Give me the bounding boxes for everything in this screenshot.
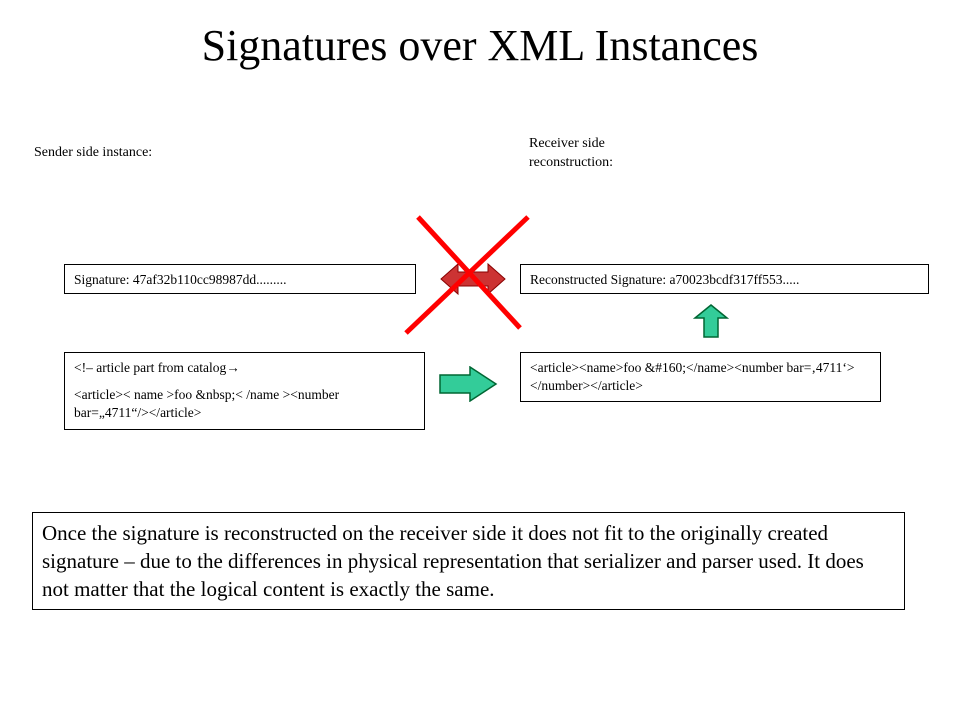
right-arrow-icon <box>439 366 498 402</box>
sender-xml-box: <!– article part from catalog→ <article>… <box>64 352 425 430</box>
sender-comment-line: <!– article part from catalog→ <box>74 359 415 377</box>
summary-text: Once the signature is reconstructed on t… <box>42 521 864 601</box>
receiver-label-line1: Receiver side <box>529 136 605 151</box>
slide-title: Signatures over XML Instances <box>201 21 759 70</box>
cross-icon <box>404 215 530 335</box>
receiver-label: Receiver side reconstruction: <box>529 134 613 172</box>
receiver-xml-text: <article><name>foo &#160;</name><number … <box>530 360 855 393</box>
sender-label: Sender side instance: <box>34 145 153 160</box>
receiver-signature-text: Reconstructed Signature: a70023bcdf317ff… <box>530 272 800 287</box>
receiver-signature-box: Reconstructed Signature: a70023bcdf317ff… <box>520 264 929 294</box>
receiver-xml-box: <article><name>foo &#160;</name><number … <box>520 352 881 402</box>
sender-signature-box: Signature: 47af32b110cc98987dd......... <box>64 264 416 294</box>
sender-signature-text: Signature: 47af32b110cc98987dd......... <box>74 272 287 287</box>
sender-comment-text: <!– article part from catalog <box>74 360 227 375</box>
sender-xml-text: <article>< name >foo &nbsp;< /name ><num… <box>74 387 340 420</box>
up-arrow-icon <box>693 304 729 338</box>
summary-box: Once the signature is reconstructed on t… <box>32 512 905 610</box>
right-arrow-glyph-icon: → <box>226 360 240 375</box>
receiver-label-line2: reconstruction: <box>529 155 613 170</box>
